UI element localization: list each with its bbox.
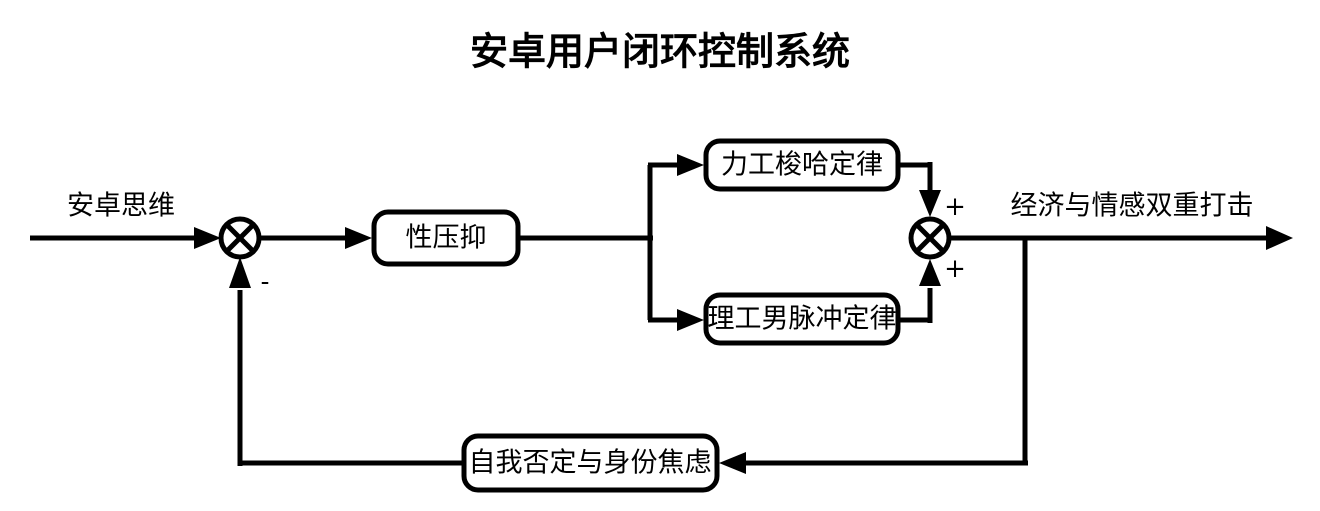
error-junction-sign-negative: - xyxy=(261,267,270,297)
arrowhead-to-controller xyxy=(345,227,372,249)
feedback-label: 自我否定与身份焦虑 xyxy=(469,448,712,479)
merge-junction-sign-top: + xyxy=(944,192,966,222)
block-feedback[interactable]: 自我否定与身份焦虑 xyxy=(461,433,720,493)
arrowhead-output xyxy=(1266,226,1293,250)
arrowhead-to-plant-top xyxy=(677,154,704,176)
arrowhead-merge-top-input xyxy=(919,190,941,217)
arrowhead-merge-bottom-input xyxy=(919,259,941,286)
error-summing-junction xyxy=(218,216,262,260)
page-title: 安卓用户闭环控制系统 xyxy=(470,29,850,74)
block-plant-bottom[interactable]: 理工男脉冲定律 xyxy=(703,292,901,346)
block-controller[interactable]: 性压抑 xyxy=(371,209,521,267)
merge-junction-sign-bottom: + xyxy=(944,254,966,284)
arrowhead-to-feedback-block xyxy=(719,452,746,474)
output-signal-label: 经济与情感双重打击 xyxy=(1011,191,1254,222)
arrowhead-to-plant-bottom xyxy=(677,309,704,331)
arrowhead-feedback-to-error-junction xyxy=(229,257,251,288)
arrowhead-input-to-error-junction xyxy=(194,227,221,249)
merge-junction-cross-b xyxy=(915,223,945,253)
input-signal-label: 安卓思维 xyxy=(67,191,175,222)
error-junction-cross-b xyxy=(225,223,255,253)
block-plant-top[interactable]: 力工梭哈定律 xyxy=(703,138,901,192)
controller-label: 性压抑 xyxy=(406,223,487,254)
plant-top-label: 力工梭哈定律 xyxy=(721,150,883,181)
merge-summing-junction xyxy=(908,216,952,260)
plant-bottom-label: 理工男脉冲定律 xyxy=(708,304,897,335)
